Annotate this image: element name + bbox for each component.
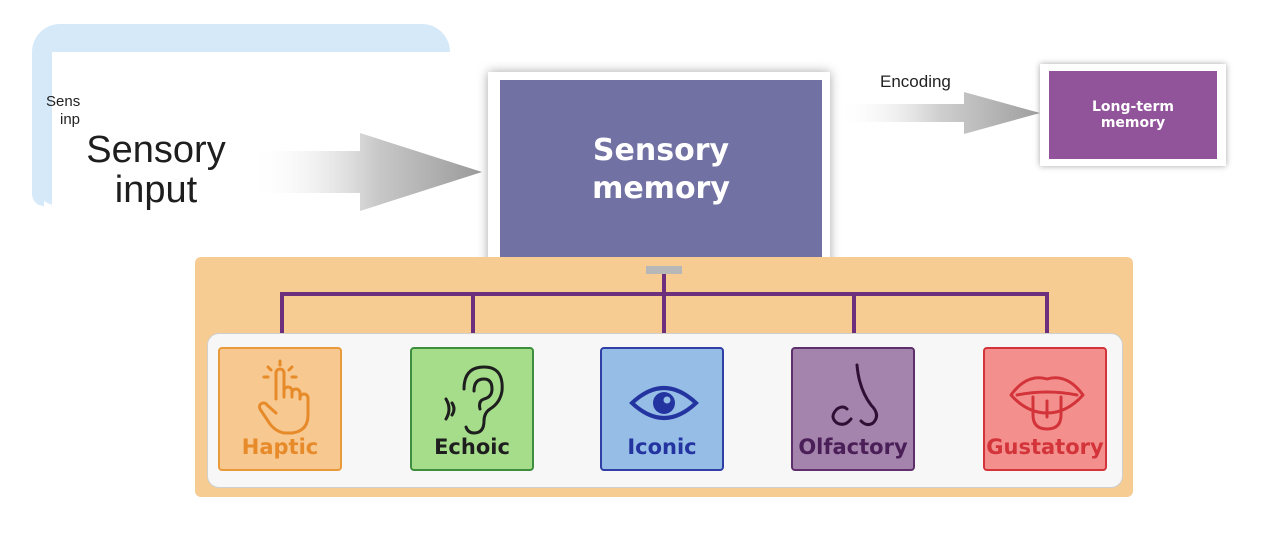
long-term-memory-line-1: Long-term: [1091, 99, 1175, 115]
sensory-memory-box: Sensory memory: [500, 80, 822, 260]
nose-icon: [831, 363, 878, 427]
mouth-tongue-icon: [1009, 376, 1085, 431]
eye-icon: [629, 386, 699, 420]
sense-label-echoic: Echoic: [434, 435, 510, 459]
sensory-input-line-2: input: [114, 169, 198, 211]
sensory-memory-line-1: Sensory: [592, 133, 730, 168]
sense-card-echoic: Echoic: [410, 347, 534, 471]
long-term-memory-label: Long-term memory: [1092, 99, 1174, 131]
sensory-memory-line-2: memory: [592, 171, 730, 206]
input-background-rail: [32, 52, 44, 206]
input-to-sensory-arrow: [250, 133, 482, 211]
sense-label-iconic: Iconic: [627, 435, 697, 459]
sensory-input-line-1: Sensory: [86, 129, 226, 171]
encoding-arrow: [838, 92, 1040, 134]
input-small-label-1: Sens: [46, 93, 81, 110]
sense-card-olfactory: Olfactory: [791, 347, 915, 471]
sense-label-haptic: Haptic: [241, 435, 319, 459]
input-small-label-2: inp: [60, 111, 81, 128]
long-term-memory-box: Long-term memory: [1049, 71, 1217, 159]
ear-icon: [444, 365, 504, 435]
sense-label-gustatory: Gustatory: [986, 435, 1104, 459]
encoding-label: Encoding: [880, 72, 951, 91]
sense-label-olfactory: Olfactory: [798, 435, 908, 459]
sensory-input-label: Sensory input: [76, 130, 236, 210]
sense-card-iconic: Iconic: [600, 347, 724, 471]
sense-card-haptic: Haptic: [218, 347, 342, 471]
hand-pointer-icon: [258, 359, 310, 435]
sense-card-gustatory: Gustatory: [983, 347, 1107, 471]
sensory-memory-label: Sensory memory: [592, 132, 730, 208]
stand-connector: [646, 266, 682, 274]
long-term-memory-line-2: memory: [1100, 115, 1166, 131]
